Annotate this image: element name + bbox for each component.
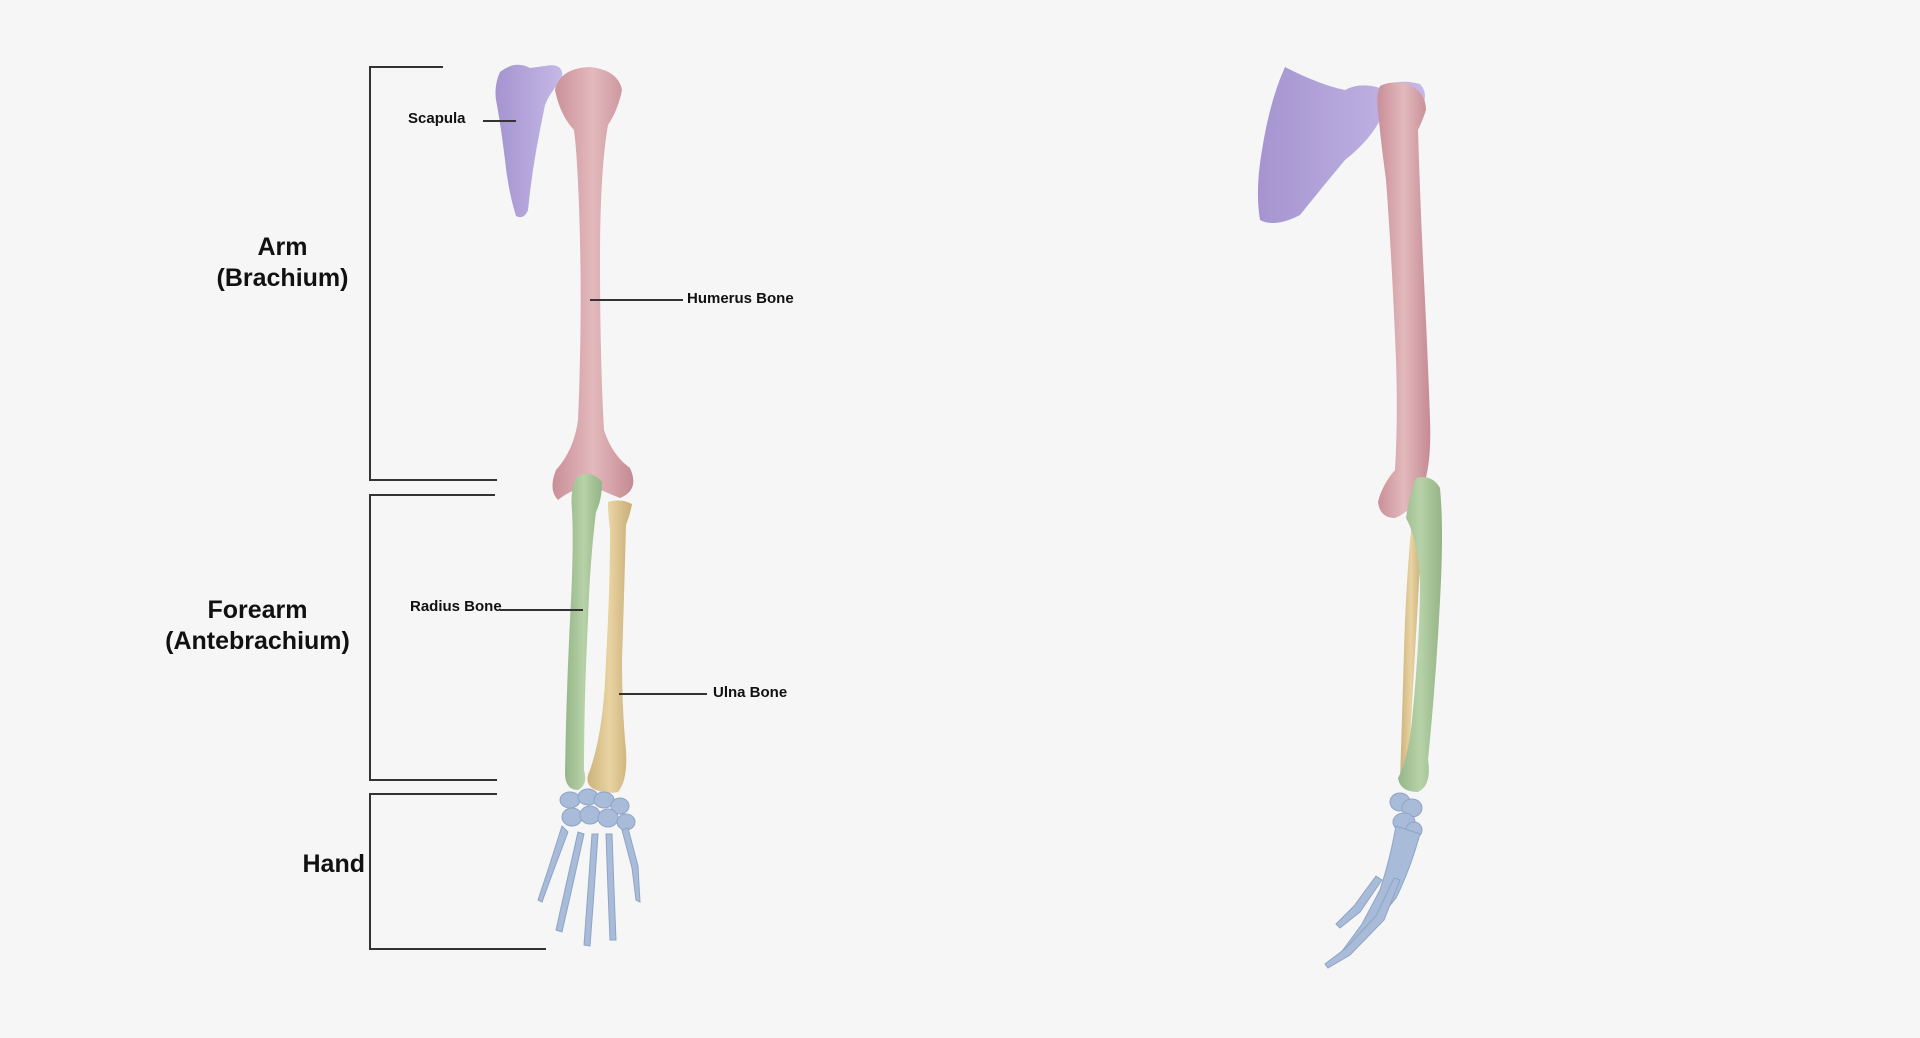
hand-label: Hand xyxy=(302,850,366,878)
scapula-leader-line xyxy=(483,120,516,122)
humerus-label: Humerus Bone xyxy=(687,290,794,307)
radius-leader-line xyxy=(500,609,583,611)
ulna-label: Ulna Bone xyxy=(713,684,788,701)
humerus-anterior xyxy=(552,67,634,500)
ulna-lateral xyxy=(1400,519,1422,783)
radius-label: Radius Bone xyxy=(410,598,502,615)
scapula-label: Scapula xyxy=(408,110,466,127)
humerus-leader-line xyxy=(590,299,683,301)
region-label-forearm: Forearm (Antebrachium) xyxy=(150,595,365,657)
radius-lateral xyxy=(1398,477,1442,792)
humerus-lateral xyxy=(1377,82,1431,519)
ulna-anterior xyxy=(587,500,632,793)
antebrachium-label: (Antebrachium) xyxy=(165,627,350,655)
radius-anterior xyxy=(565,473,602,790)
anterior-view xyxy=(495,64,641,947)
region-label-arm: Arm (Brachium) xyxy=(200,232,365,294)
hand-anterior xyxy=(537,788,641,947)
hand-lateral xyxy=(1324,792,1423,969)
forearm-label: Forearm xyxy=(207,596,308,624)
brachium-label: (Brachium) xyxy=(216,264,349,292)
scapula-anterior xyxy=(495,64,563,218)
ulna-leader-line xyxy=(619,693,707,695)
lateral-view xyxy=(1257,67,1442,969)
arm-label: Arm xyxy=(257,233,308,261)
region-label-hand: Hand xyxy=(270,849,366,880)
